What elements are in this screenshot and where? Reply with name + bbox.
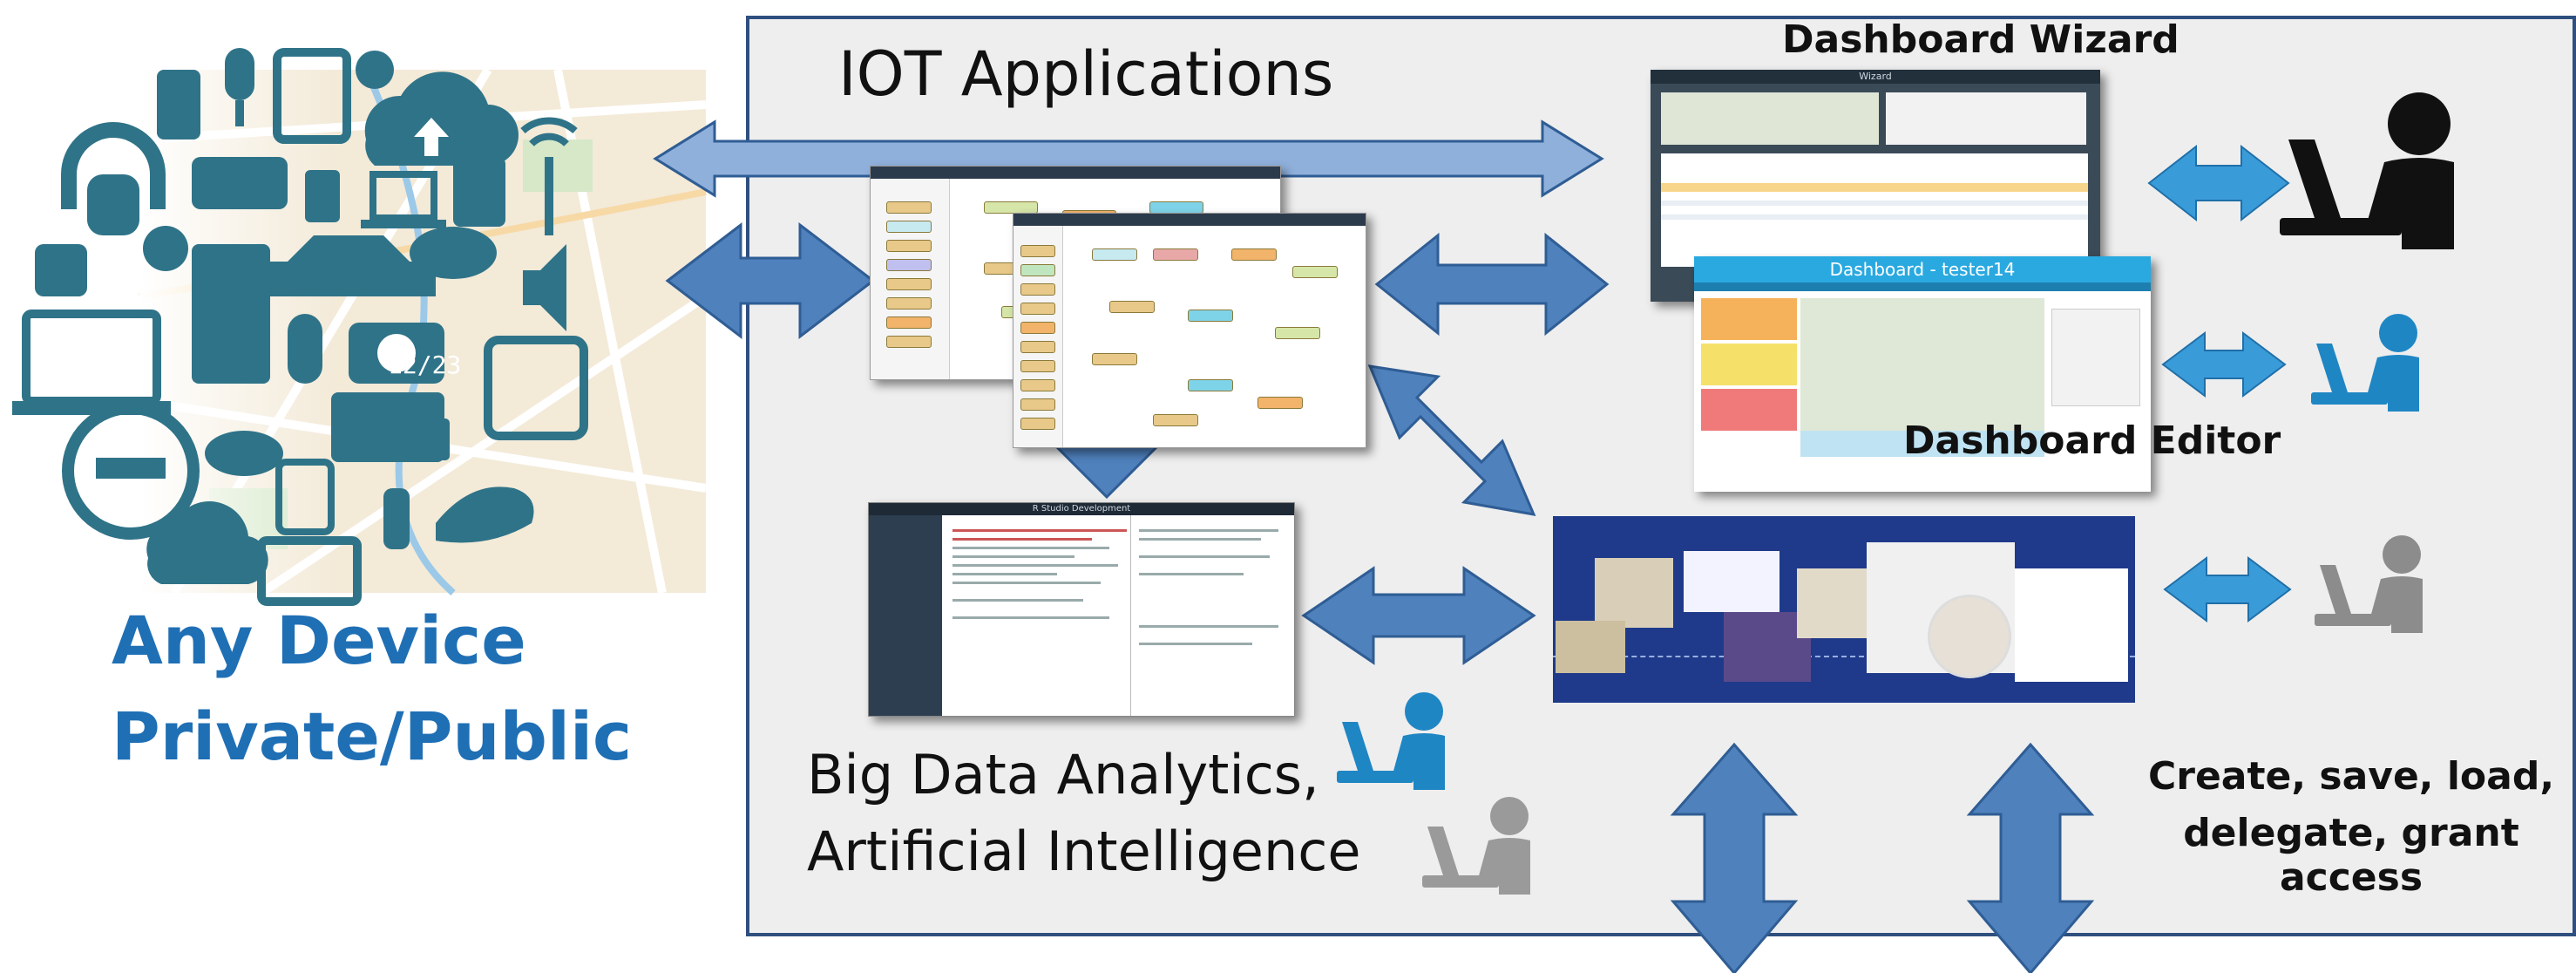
nodered-screenshot-front: [1013, 213, 1366, 448]
actions-label-line2: delegate, grant access: [2183, 811, 2519, 900]
shoe-icon: [436, 486, 534, 543]
flow-snap-arrow: [1367, 364, 1536, 516]
washer-icon: [453, 157, 505, 227]
bulb-icon-2: [383, 488, 410, 549]
dashboard-wizard-title: Dashboard Wizard: [1782, 17, 2179, 62]
phone-icon-2: [427, 418, 450, 460]
smart-plug-icon: [87, 174, 139, 235]
car-icon: [270, 235, 436, 296]
iot-applications-title: IOT Applications: [838, 38, 1334, 110]
laptop-icon: [369, 171, 437, 221]
monitor-icon: [257, 536, 362, 606]
dashboard-editor-header: Dashboard - tester14: [1694, 256, 2151, 282]
device-flow-arrow: [665, 221, 876, 340]
user-icon-black: [2280, 92, 2454, 249]
rstudio-snap-arrow: [1301, 566, 1536, 665]
bottom-arrow-left: [1670, 742, 1799, 973]
phone-icon: [157, 70, 200, 139]
thermostat-icon: [62, 402, 200, 540]
private-public-label: Private/Public: [112, 697, 633, 775]
washer-icon-2: [275, 459, 335, 535]
user-icon-blue-analytics: [1337, 692, 1445, 790]
big-data-label: Big Data Analytics,: [807, 743, 1319, 806]
bottom-arrow-right: [1966, 742, 2095, 973]
flow-dashboard-arrow: [1374, 232, 1610, 337]
oven-icon: [484, 336, 588, 440]
fridge-icon: [192, 244, 270, 384]
switch-icon: [305, 170, 340, 222]
satellite-dish-icon: [356, 51, 394, 89]
tablet-icon: [273, 48, 351, 144]
headphones-icon: [61, 122, 166, 209]
cloud-upload-icon: [364, 71, 519, 166]
user-icon-blue: [2311, 314, 2419, 412]
smartwatch-icon: [35, 244, 87, 296]
user-icon-gray-analytics: [1422, 797, 1530, 895]
router-icon: [192, 157, 288, 209]
wizard-header: Wizard: [1651, 70, 2100, 84]
any-device-label: Any Device: [112, 602, 526, 679]
user-icon-gray: [2315, 535, 2423, 633]
rstudio-screenshot: R Studio Development: [868, 502, 1295, 717]
rstudio-header: R Studio Development: [869, 503, 1294, 515]
dashboard-editor-title: Dashboard Editor: [1903, 418, 2281, 463]
user-arrow-3: [2163, 556, 2292, 623]
user-arrow-2: [2161, 331, 2287, 398]
antenna-icon: [520, 117, 578, 146]
meter-icon: [331, 392, 444, 462]
iot-long-arrow: [653, 119, 1604, 198]
user-arrow-1: [2147, 144, 2290, 222]
meter-display: 12/23: [388, 350, 461, 379]
speaker-icon: [523, 244, 566, 331]
gamepad-icon: [410, 227, 497, 279]
microphone-icon: [225, 48, 254, 100]
device-icons: [12, 48, 588, 606]
cloud-icon-2: [146, 501, 268, 584]
dashboard-editor-screenshot: Dashboard - tester14: [1694, 256, 2151, 492]
actions-label-line1: Create, save, load,: [2147, 754, 2555, 799]
controller-icon: [205, 431, 283, 476]
microphone-icon-2: [288, 314, 322, 384]
device-collage: 12/23: [12, 48, 708, 606]
bulb-icon: [143, 226, 188, 271]
analytics-collage-screenshot: [1553, 516, 2135, 703]
ai-label: Artificial Intelligence: [807, 820, 1361, 883]
